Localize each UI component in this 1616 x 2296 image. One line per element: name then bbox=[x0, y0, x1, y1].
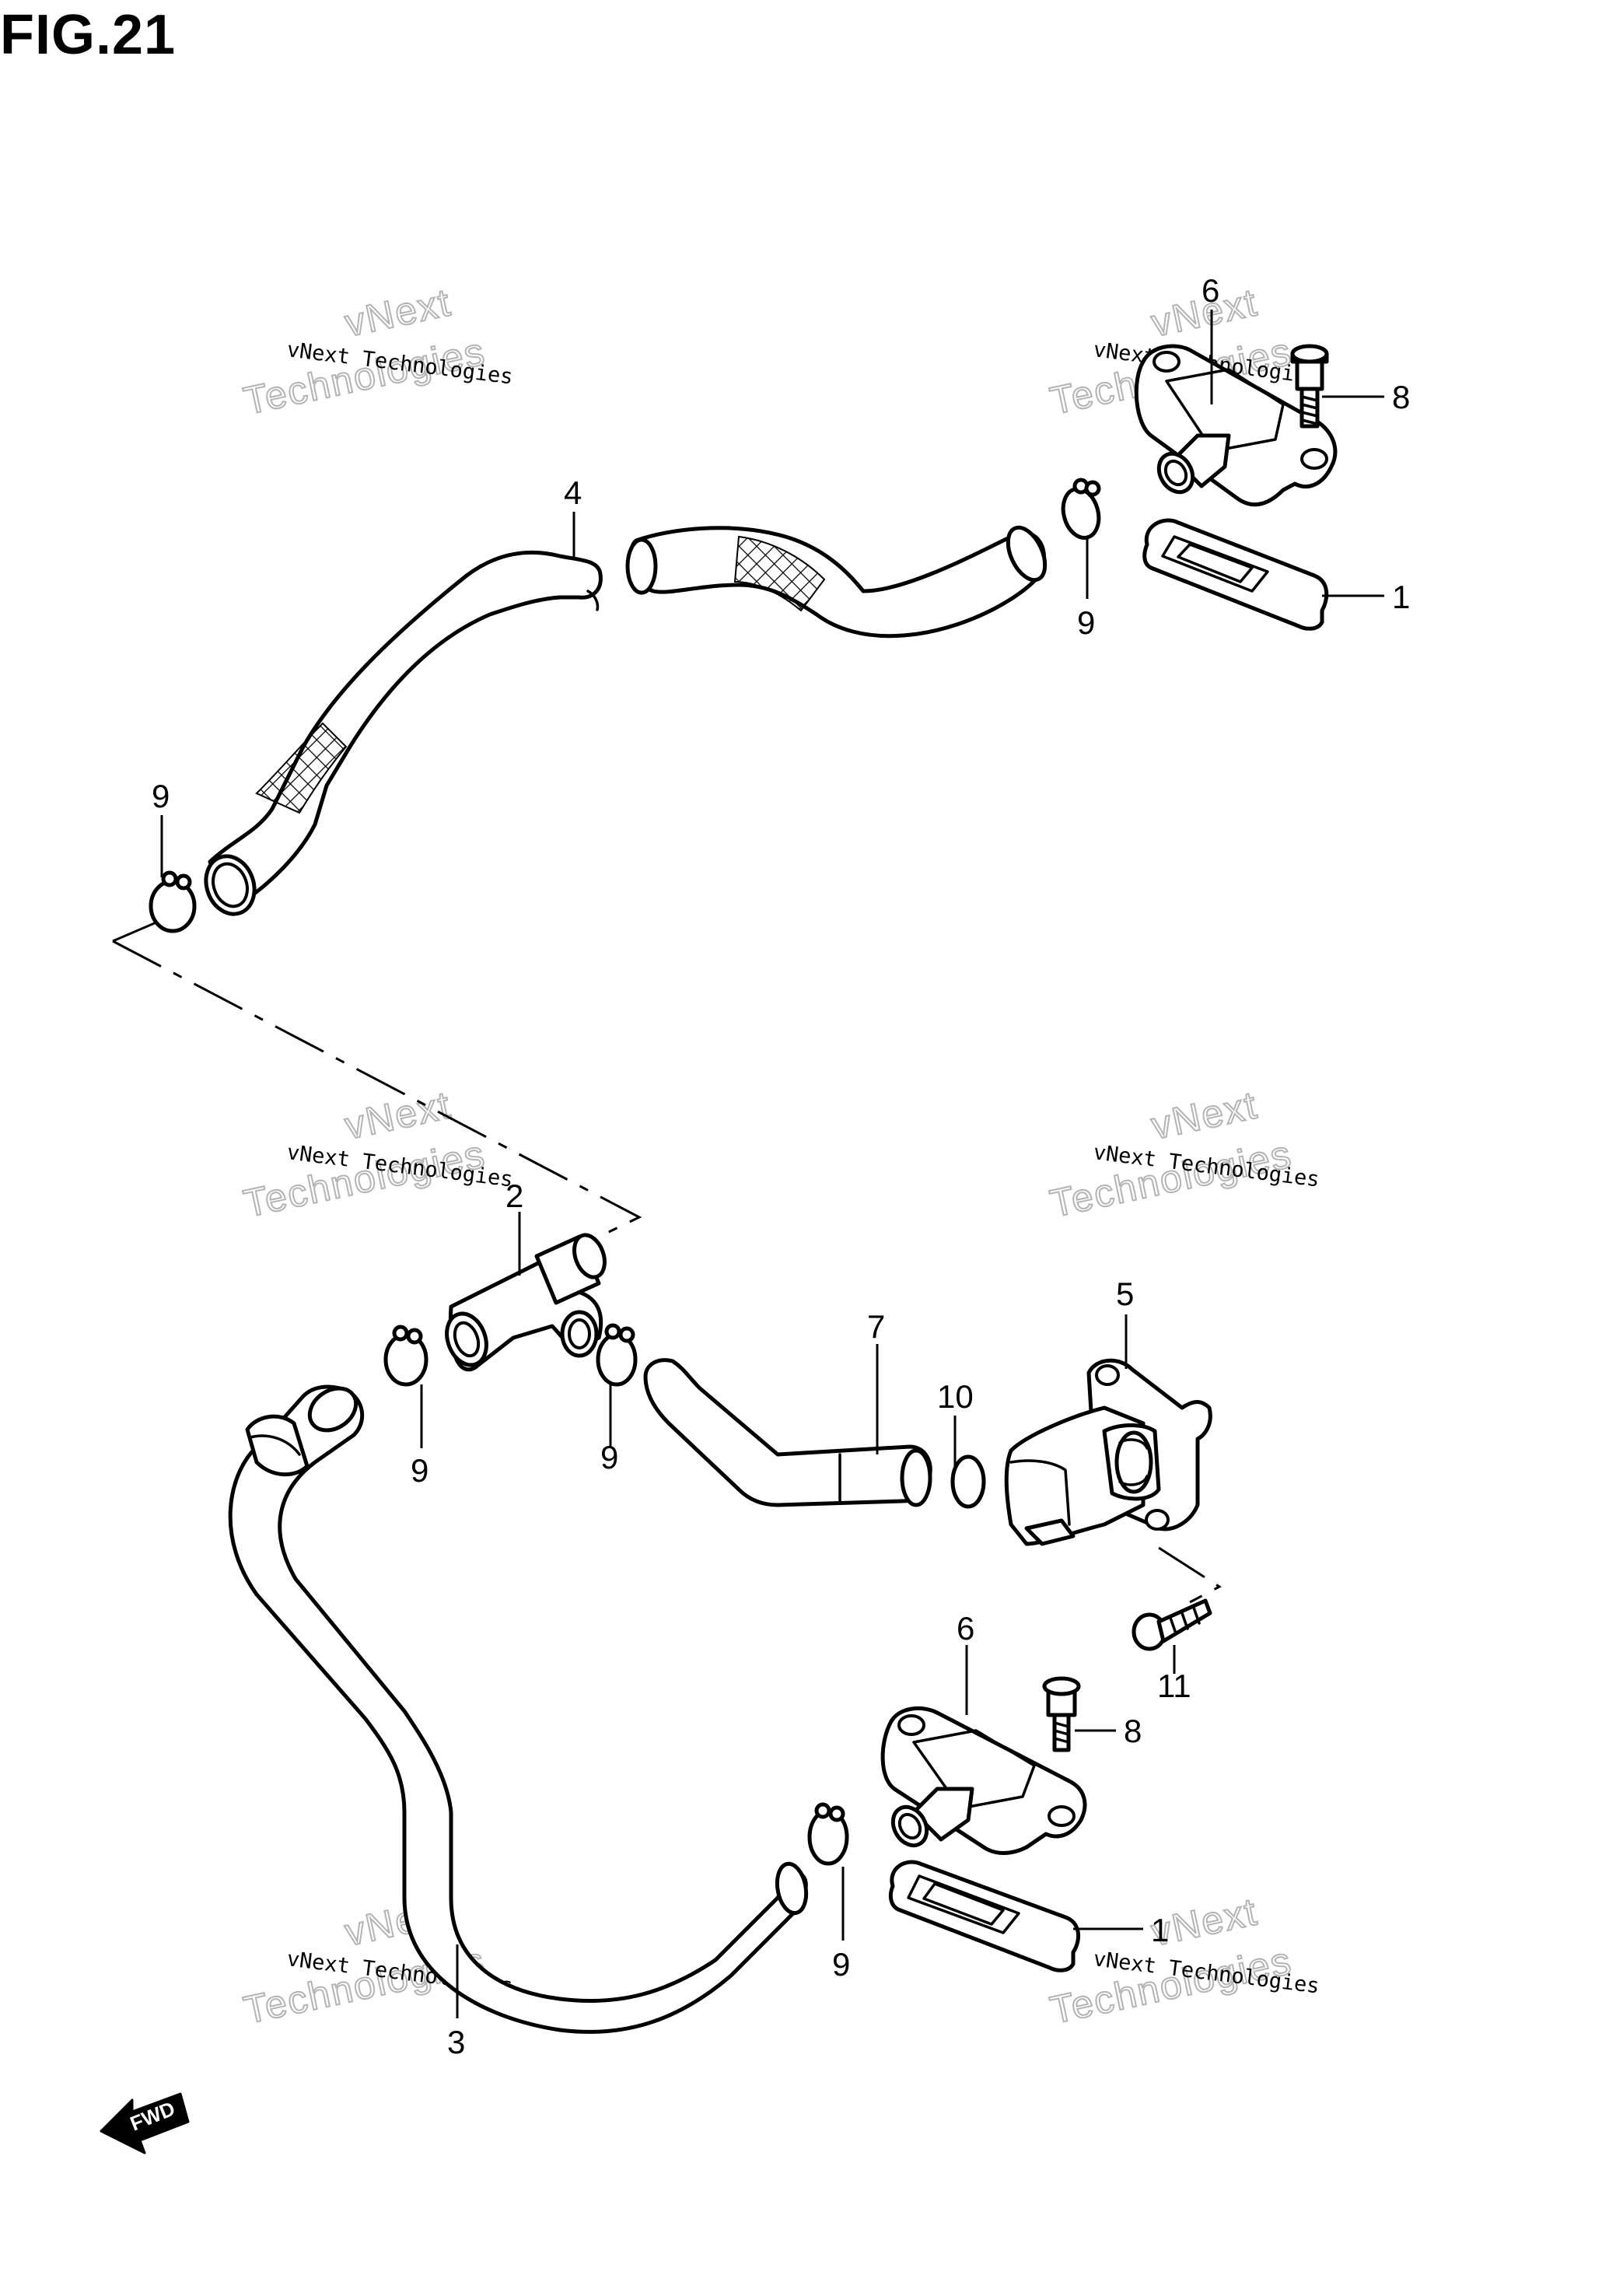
callout-9-upper-right: 9 bbox=[1077, 604, 1095, 641]
clamp-9-middle-left bbox=[383, 1325, 428, 1387]
clamp-9-lower bbox=[807, 1802, 849, 1866]
watermark-mid-right: vNext Technologies vNext Technologies bbox=[1046, 1082, 1321, 1226]
callout-10: 10 bbox=[937, 1378, 974, 1415]
hose-7 bbox=[643, 1358, 932, 1507]
assembly-line-lower bbox=[1158, 1546, 1222, 1604]
callout-7: 7 bbox=[867, 1308, 885, 1345]
watermark-big-vnext: vNext bbox=[341, 1083, 455, 1147]
callout-8-upper: 8 bbox=[1392, 379, 1410, 415]
fwd-arrow-icon: FWD bbox=[100, 2092, 190, 2154]
figure-title: FIG.21 bbox=[0, 4, 177, 66]
watermark-bottom-right: vNext Technologies vNext Technologies bbox=[1046, 1888, 1321, 2032]
watermark-big-vnext: vNext bbox=[1148, 1083, 1261, 1147]
hose-4-right-segment bbox=[625, 525, 1048, 639]
tee-joint-2 bbox=[445, 1233, 607, 1372]
watermark-top-left: vNext Technologies vNext Technologies bbox=[240, 279, 515, 423]
callout-3: 3 bbox=[447, 2024, 465, 2060]
reed-valve-1-upper bbox=[1142, 518, 1329, 631]
screw-11 bbox=[1132, 1598, 1212, 1651]
reed-valve-cover-6-upper bbox=[1134, 344, 1338, 507]
callout-9-upper-left: 9 bbox=[152, 778, 170, 814]
callout-9-middle-right: 9 bbox=[600, 1439, 618, 1475]
callout-6-upper: 6 bbox=[1202, 272, 1219, 309]
callout-9-lower: 9 bbox=[832, 1946, 850, 1983]
hose-4-left-segment bbox=[204, 550, 603, 916]
callout-6-lower: 6 bbox=[957, 1610, 974, 1647]
reed-valve-cover-6-lower bbox=[880, 1706, 1087, 1855]
callout-2: 2 bbox=[505, 1178, 523, 1214]
callout-8-lower: 8 bbox=[1124, 1713, 1142, 1749]
callout-9-middle-left: 9 bbox=[411, 1452, 428, 1489]
callout-4: 4 bbox=[564, 474, 582, 511]
callout-1-lower: 1 bbox=[1151, 1912, 1169, 1948]
clamp-9-upper-right bbox=[1061, 478, 1101, 540]
hose-3 bbox=[228, 1384, 809, 2034]
clamp-9-middle-right bbox=[596, 1323, 638, 1387]
leader-lines bbox=[160, 310, 1384, 2018]
bolt-8-upper bbox=[1290, 344, 1329, 429]
callout-5: 5 bbox=[1116, 1276, 1134, 1312]
callout-11: 11 bbox=[1157, 1668, 1191, 1704]
solenoid-valve-5 bbox=[1004, 1358, 1212, 1546]
clamp-9-upper-left bbox=[149, 870, 197, 933]
watermark-big-vnext: vNext bbox=[341, 280, 455, 345]
reed-valve-1-lower bbox=[888, 1860, 1081, 1972]
watermark-mid-left: vNext Technologies vNext Technologies bbox=[240, 1082, 515, 1226]
clamp-10 bbox=[950, 1454, 986, 1509]
bolt-8-lower bbox=[1042, 1676, 1081, 1752]
callout-1-upper: 1 bbox=[1392, 579, 1410, 615]
